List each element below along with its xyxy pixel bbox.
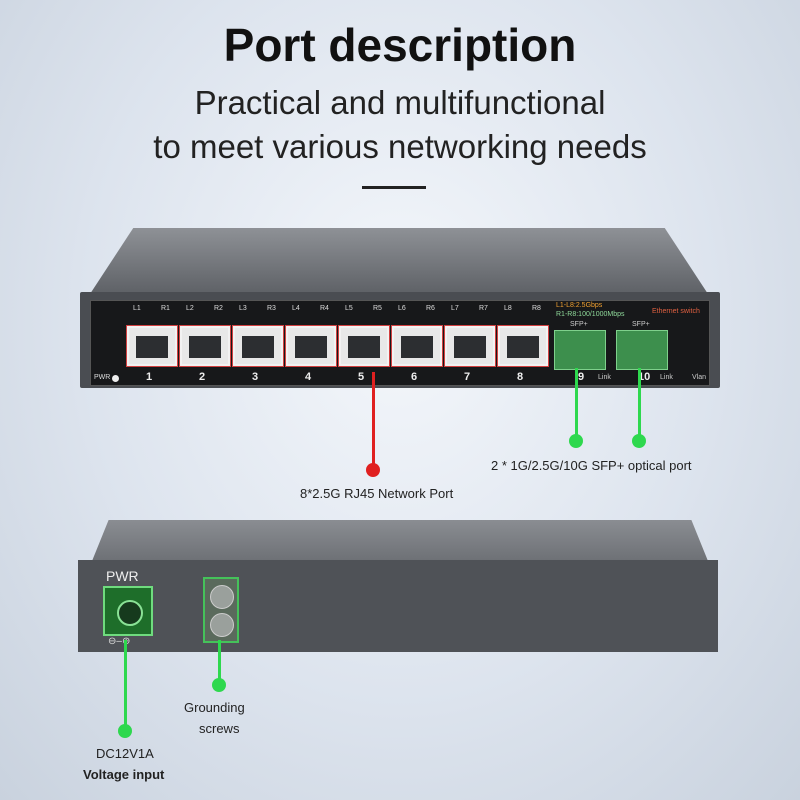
rj45-socket-icon: [507, 336, 539, 358]
led-legend-1: L1-L8:2.5Gbps: [556, 302, 603, 309]
ground-callout-line1: Grounding: [184, 700, 245, 715]
link-label-9: Link: [598, 374, 611, 381]
dc-power-jack[interactable]: [103, 586, 153, 636]
title-divider: [362, 186, 426, 189]
ground-symbol-icon: [210, 613, 234, 637]
ground-callout-line: [218, 640, 221, 684]
led-label-r2: R2: [214, 305, 223, 312]
rj45-port-1[interactable]: [127, 326, 177, 366]
dc-jack-core-icon: [117, 600, 143, 626]
led-label-r7: R7: [479, 305, 488, 312]
back-switch-top: [90, 520, 710, 566]
voltage-callout-line: [124, 640, 127, 730]
rj45-port-3[interactable]: [233, 326, 283, 366]
led-label-l3: L3: [239, 305, 247, 312]
rj45-port-8[interactable]: [498, 326, 548, 366]
led-label-r4: R4: [320, 305, 329, 312]
front-switch-top: [90, 228, 708, 294]
port-number-1: 1: [146, 371, 153, 383]
led-label-r5: R5: [373, 305, 382, 312]
subtitle-line-2: to meet various networking needs: [153, 128, 647, 165]
voltage-callout-line2: Voltage input: [83, 767, 165, 782]
led-label-r3: R3: [267, 305, 276, 312]
port-number-9: 9: [578, 371, 585, 383]
port-number-4: 4: [305, 371, 312, 383]
port-number-7: 7: [464, 371, 471, 383]
rj45-socket-icon: [454, 336, 486, 358]
rj45-callout-label: 8*2.5G RJ45 Network Port: [300, 486, 454, 501]
rj45-socket-icon: [136, 336, 168, 358]
port-number-3: 3: [252, 371, 259, 383]
rj45-socket-icon: [348, 336, 380, 358]
voltage-callout-line1: DC12V1A: [96, 746, 154, 761]
grounding-terminal[interactable]: [203, 577, 239, 643]
sfp10-callout-line: [638, 368, 641, 440]
led-label-r1: R1: [161, 305, 170, 312]
link-label-10: Link: [660, 374, 673, 381]
sfp9-callout-dot: [569, 434, 583, 448]
rj45-socket-icon: [189, 336, 221, 358]
rj45-port-5[interactable]: [339, 326, 389, 366]
rj45-callout-line: [372, 372, 375, 468]
pwr-led-icon: [112, 375, 119, 382]
rj45-port-2[interactable]: [180, 326, 230, 366]
ground-callout-dot: [212, 678, 226, 692]
port-number-6: 6: [411, 371, 418, 383]
rj45-socket-icon: [242, 336, 274, 358]
sfp10-callout-dot: [632, 434, 646, 448]
sfp9-callout-line: [575, 368, 578, 440]
back-pwr-label: PWR: [106, 568, 139, 584]
port-number-8: 8: [517, 371, 524, 383]
port-number-10: 10: [638, 371, 651, 383]
rj45-port-6[interactable]: [392, 326, 442, 366]
rj45-socket-icon: [295, 336, 327, 358]
back-switch-face: [78, 560, 718, 652]
led-label-l7: L7: [451, 305, 459, 312]
subtitle-line-1: Practical and multifunctional: [194, 84, 606, 121]
ground-callout-line2: screws: [199, 721, 240, 736]
sfp-label-10: SFP+: [632, 321, 650, 328]
voltage-callout-dot: [118, 724, 132, 738]
led-label-r8: R8: [532, 305, 541, 312]
rj45-port-7[interactable]: [445, 326, 495, 366]
port-number-2: 2: [199, 371, 206, 383]
front-pwr-label: PWR: [94, 374, 111, 381]
screw-icon: [210, 585, 234, 609]
vlan-label: Vlan: [692, 374, 707, 381]
led-label-l5: L5: [345, 305, 353, 312]
page-title: Port description: [223, 19, 577, 71]
sfp-port-10[interactable]: [616, 330, 668, 370]
sfp-label-9: SFP+: [570, 321, 588, 328]
rj45-socket-icon: [401, 336, 433, 358]
led-legend-2: R1-R8:100/1000Mbps: [556, 311, 625, 318]
led-label-r6: R6: [426, 305, 435, 312]
led-label-l2: L2: [186, 305, 194, 312]
polarity-label: ⊖–⊕: [108, 636, 131, 647]
sfp-port-9[interactable]: [554, 330, 606, 370]
led-label-l6: L6: [398, 305, 406, 312]
led-label-l1: L1: [133, 305, 141, 312]
rj45-port-4[interactable]: [286, 326, 336, 366]
led-label-l4: L4: [292, 305, 300, 312]
rj45-callout-dot: [366, 463, 380, 477]
brand-label: Ethernet switch: [652, 308, 700, 315]
led-label-l8: L8: [504, 305, 512, 312]
sfp-callout-label: 2 * 1G/2.5G/10G SFP+ optical port: [491, 458, 692, 473]
port-number-5: 5: [358, 371, 365, 383]
